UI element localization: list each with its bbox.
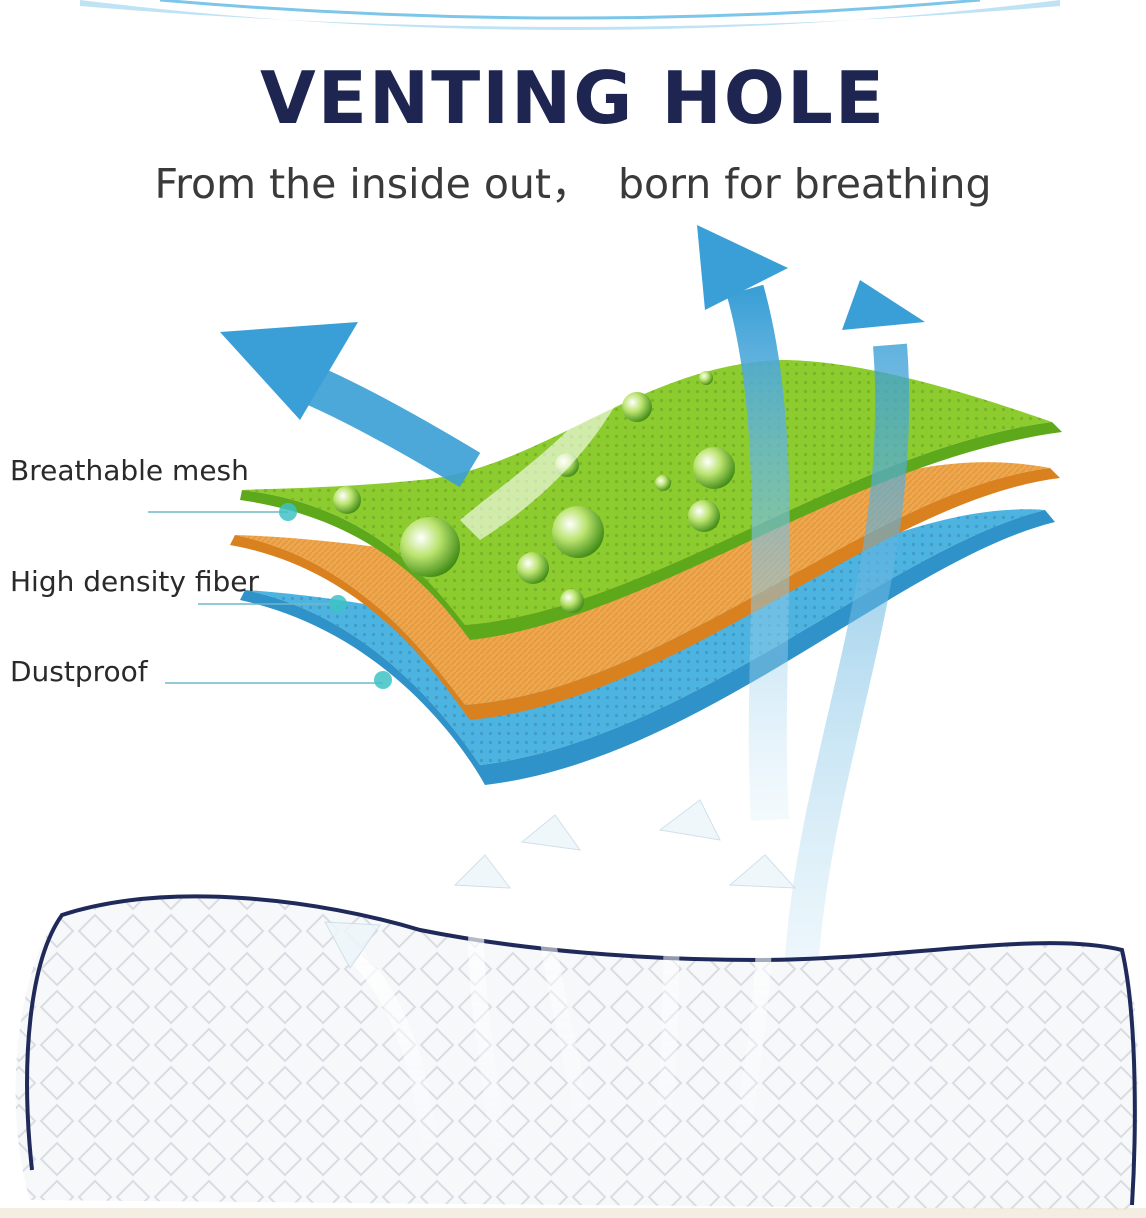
layer-label-breathable-mesh: Breathable mesh: [10, 454, 249, 487]
white-airflow-arrows: [324, 799, 797, 1152]
airflow-arrow-icon: [697, 225, 790, 822]
airflow-arrow-icon: [652, 799, 721, 1152]
airflow-arrow-icon: [520, 814, 598, 1152]
marker-dot-icon: [374, 671, 392, 689]
layer-label-dustproof: Dustproof: [10, 655, 148, 688]
marker-dot-icon: [329, 595, 347, 613]
water-droplet-icon: [400, 517, 460, 577]
water-droplet-icon: [655, 475, 671, 491]
airflow-arrow-icon: [728, 854, 797, 1152]
blue-airflow-arrows: [220, 225, 925, 1051]
top-wave-decoration: [80, 0, 1060, 30]
air-swoosh: [460, 307, 655, 540]
label-leaders: [148, 503, 392, 689]
pillow: [0, 894, 1146, 1218]
water-droplet-icon: [560, 589, 584, 613]
page-subtitle: From the inside out， born for breathing: [154, 160, 992, 208]
water-droplet-icon: [517, 552, 549, 584]
airflow-arrow-icon: [324, 921, 438, 1151]
airflow-arrow-icon: [453, 854, 512, 1152]
water-droplet-icon: [552, 506, 604, 558]
water-droplet-icon: [693, 447, 735, 489]
water-droplet-icon: [699, 371, 713, 385]
water-droplet-icon: [688, 500, 720, 532]
airflow-arrow-icon: [782, 280, 925, 1051]
marker-dot-icon: [279, 503, 297, 521]
airflow-arrow-icon: [220, 322, 481, 488]
water-droplet-icon: [622, 392, 652, 422]
page-title: VENTING HOLE: [259, 56, 886, 140]
water-droplet-icon: [333, 486, 361, 514]
layer-label-high-density-fiber: High density fiber: [10, 565, 259, 598]
